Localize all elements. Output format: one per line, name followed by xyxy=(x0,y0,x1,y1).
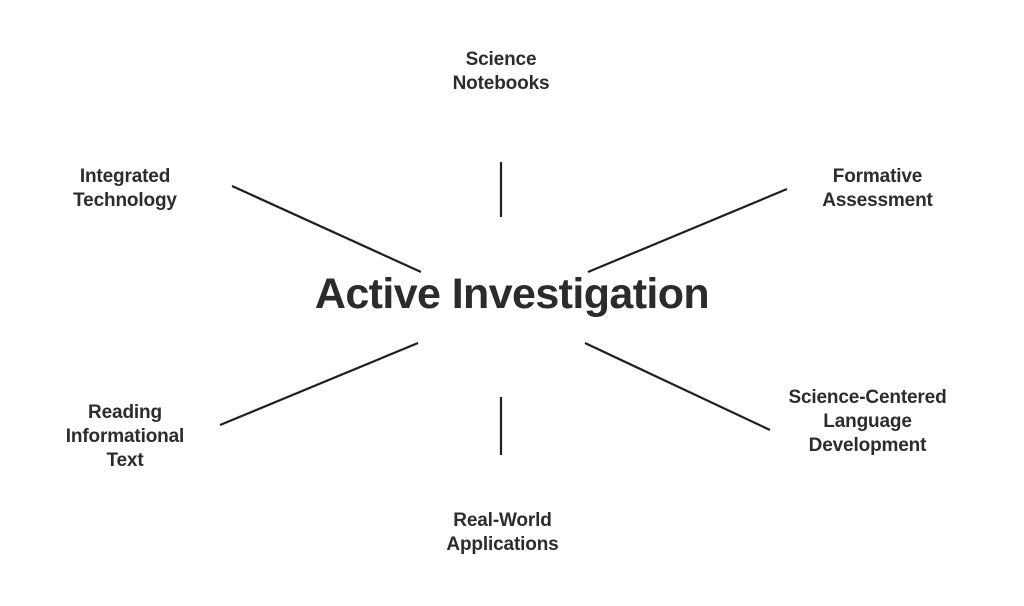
node-label-line: Language xyxy=(823,411,912,433)
node-label-line: Formative xyxy=(832,166,923,187)
node-integrated-technology: Integrated Technology xyxy=(45,165,205,213)
node-science-centered-language-development: Science-Centered Language Development xyxy=(765,386,970,458)
node-label-line: Text xyxy=(106,450,144,472)
node-label-line: Applications xyxy=(446,534,559,556)
node-label-line: Reading xyxy=(88,402,162,423)
connector-line-science-centered-language-development xyxy=(584,342,771,431)
center-node-label: Active Investigation xyxy=(314,270,710,318)
node-formative-assessment: Formative Assessment xyxy=(795,165,960,213)
node-label-line: Technology xyxy=(73,190,177,212)
node-label-line: Integrated xyxy=(79,166,171,187)
node-label-line: Real-World xyxy=(453,510,552,531)
node-label-line: Notebooks xyxy=(452,73,550,95)
connector-line-integrated-technology xyxy=(231,184,422,274)
connector-line-reading-informational-text xyxy=(219,341,419,427)
node-reading-informational-text: Reading Informational Text xyxy=(40,401,210,473)
node-real-world-applications: Real-World Applications xyxy=(410,509,595,557)
node-label-line: Informational xyxy=(65,426,185,448)
node-label-line: Science-Centered xyxy=(788,387,947,408)
node-label-line: Development xyxy=(808,435,927,457)
node-label-line: Science xyxy=(465,49,537,70)
connector-line-formative-assessment xyxy=(587,187,788,274)
node-label-line: Assessment xyxy=(822,190,933,212)
node-science-notebooks: Science Notebooks xyxy=(415,48,587,96)
